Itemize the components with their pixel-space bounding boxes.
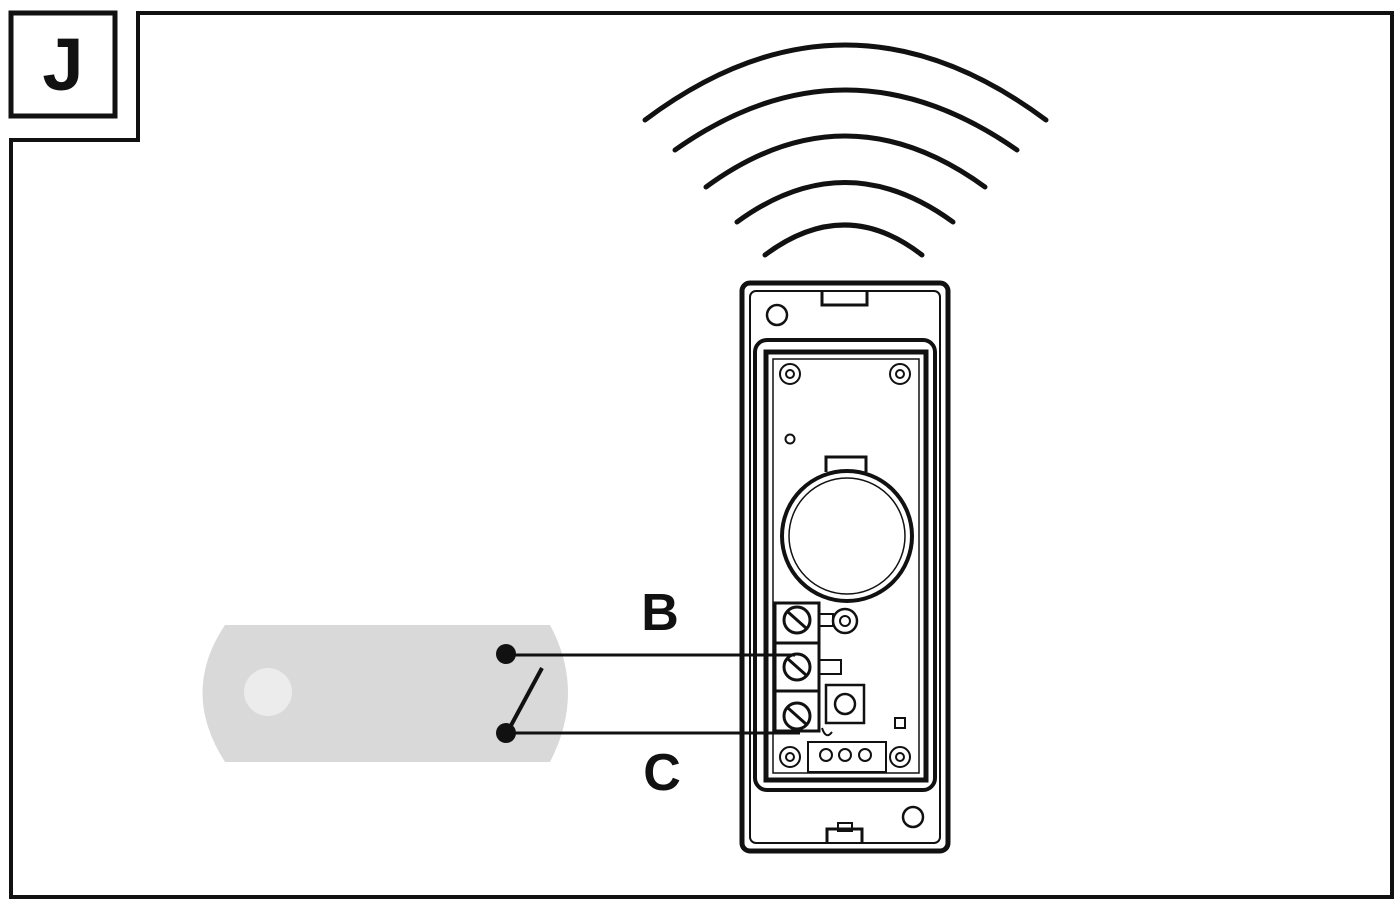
board-component-square xyxy=(894,717,906,729)
contact-body xyxy=(202,625,568,762)
device-bottom-tab xyxy=(825,827,864,843)
wave-3 xyxy=(703,133,988,190)
terminal-label-b: B xyxy=(641,584,679,642)
wireless-transmitter-icon xyxy=(739,280,951,854)
radio-waves-icon xyxy=(642,42,1049,258)
figure-frame xyxy=(9,11,1394,899)
terminal-label-c: C xyxy=(643,744,681,802)
tamper-button xyxy=(824,683,866,725)
led-dot xyxy=(784,433,796,445)
housing-hole-top xyxy=(765,303,789,327)
board-screws xyxy=(779,363,911,768)
switch-blade xyxy=(506,667,544,732)
device-housing xyxy=(739,280,951,854)
device-inner-frame xyxy=(753,338,937,792)
circuit-board xyxy=(763,349,929,783)
wave-5 xyxy=(762,222,925,258)
bottom-connector xyxy=(807,741,887,773)
board-component-round xyxy=(831,607,859,635)
battery-holder xyxy=(780,455,914,603)
wave-2 xyxy=(672,87,1020,153)
contact-mounting-hole xyxy=(244,668,292,716)
wave-4 xyxy=(734,180,956,225)
reed-switch-icon xyxy=(202,625,568,762)
wave-1 xyxy=(642,42,1049,123)
terminal-block xyxy=(773,601,842,733)
figure-label-box: J xyxy=(8,10,118,119)
device-top-tab xyxy=(820,291,869,307)
housing-hole-bottom xyxy=(901,805,925,829)
figure-letter: J xyxy=(42,23,83,106)
